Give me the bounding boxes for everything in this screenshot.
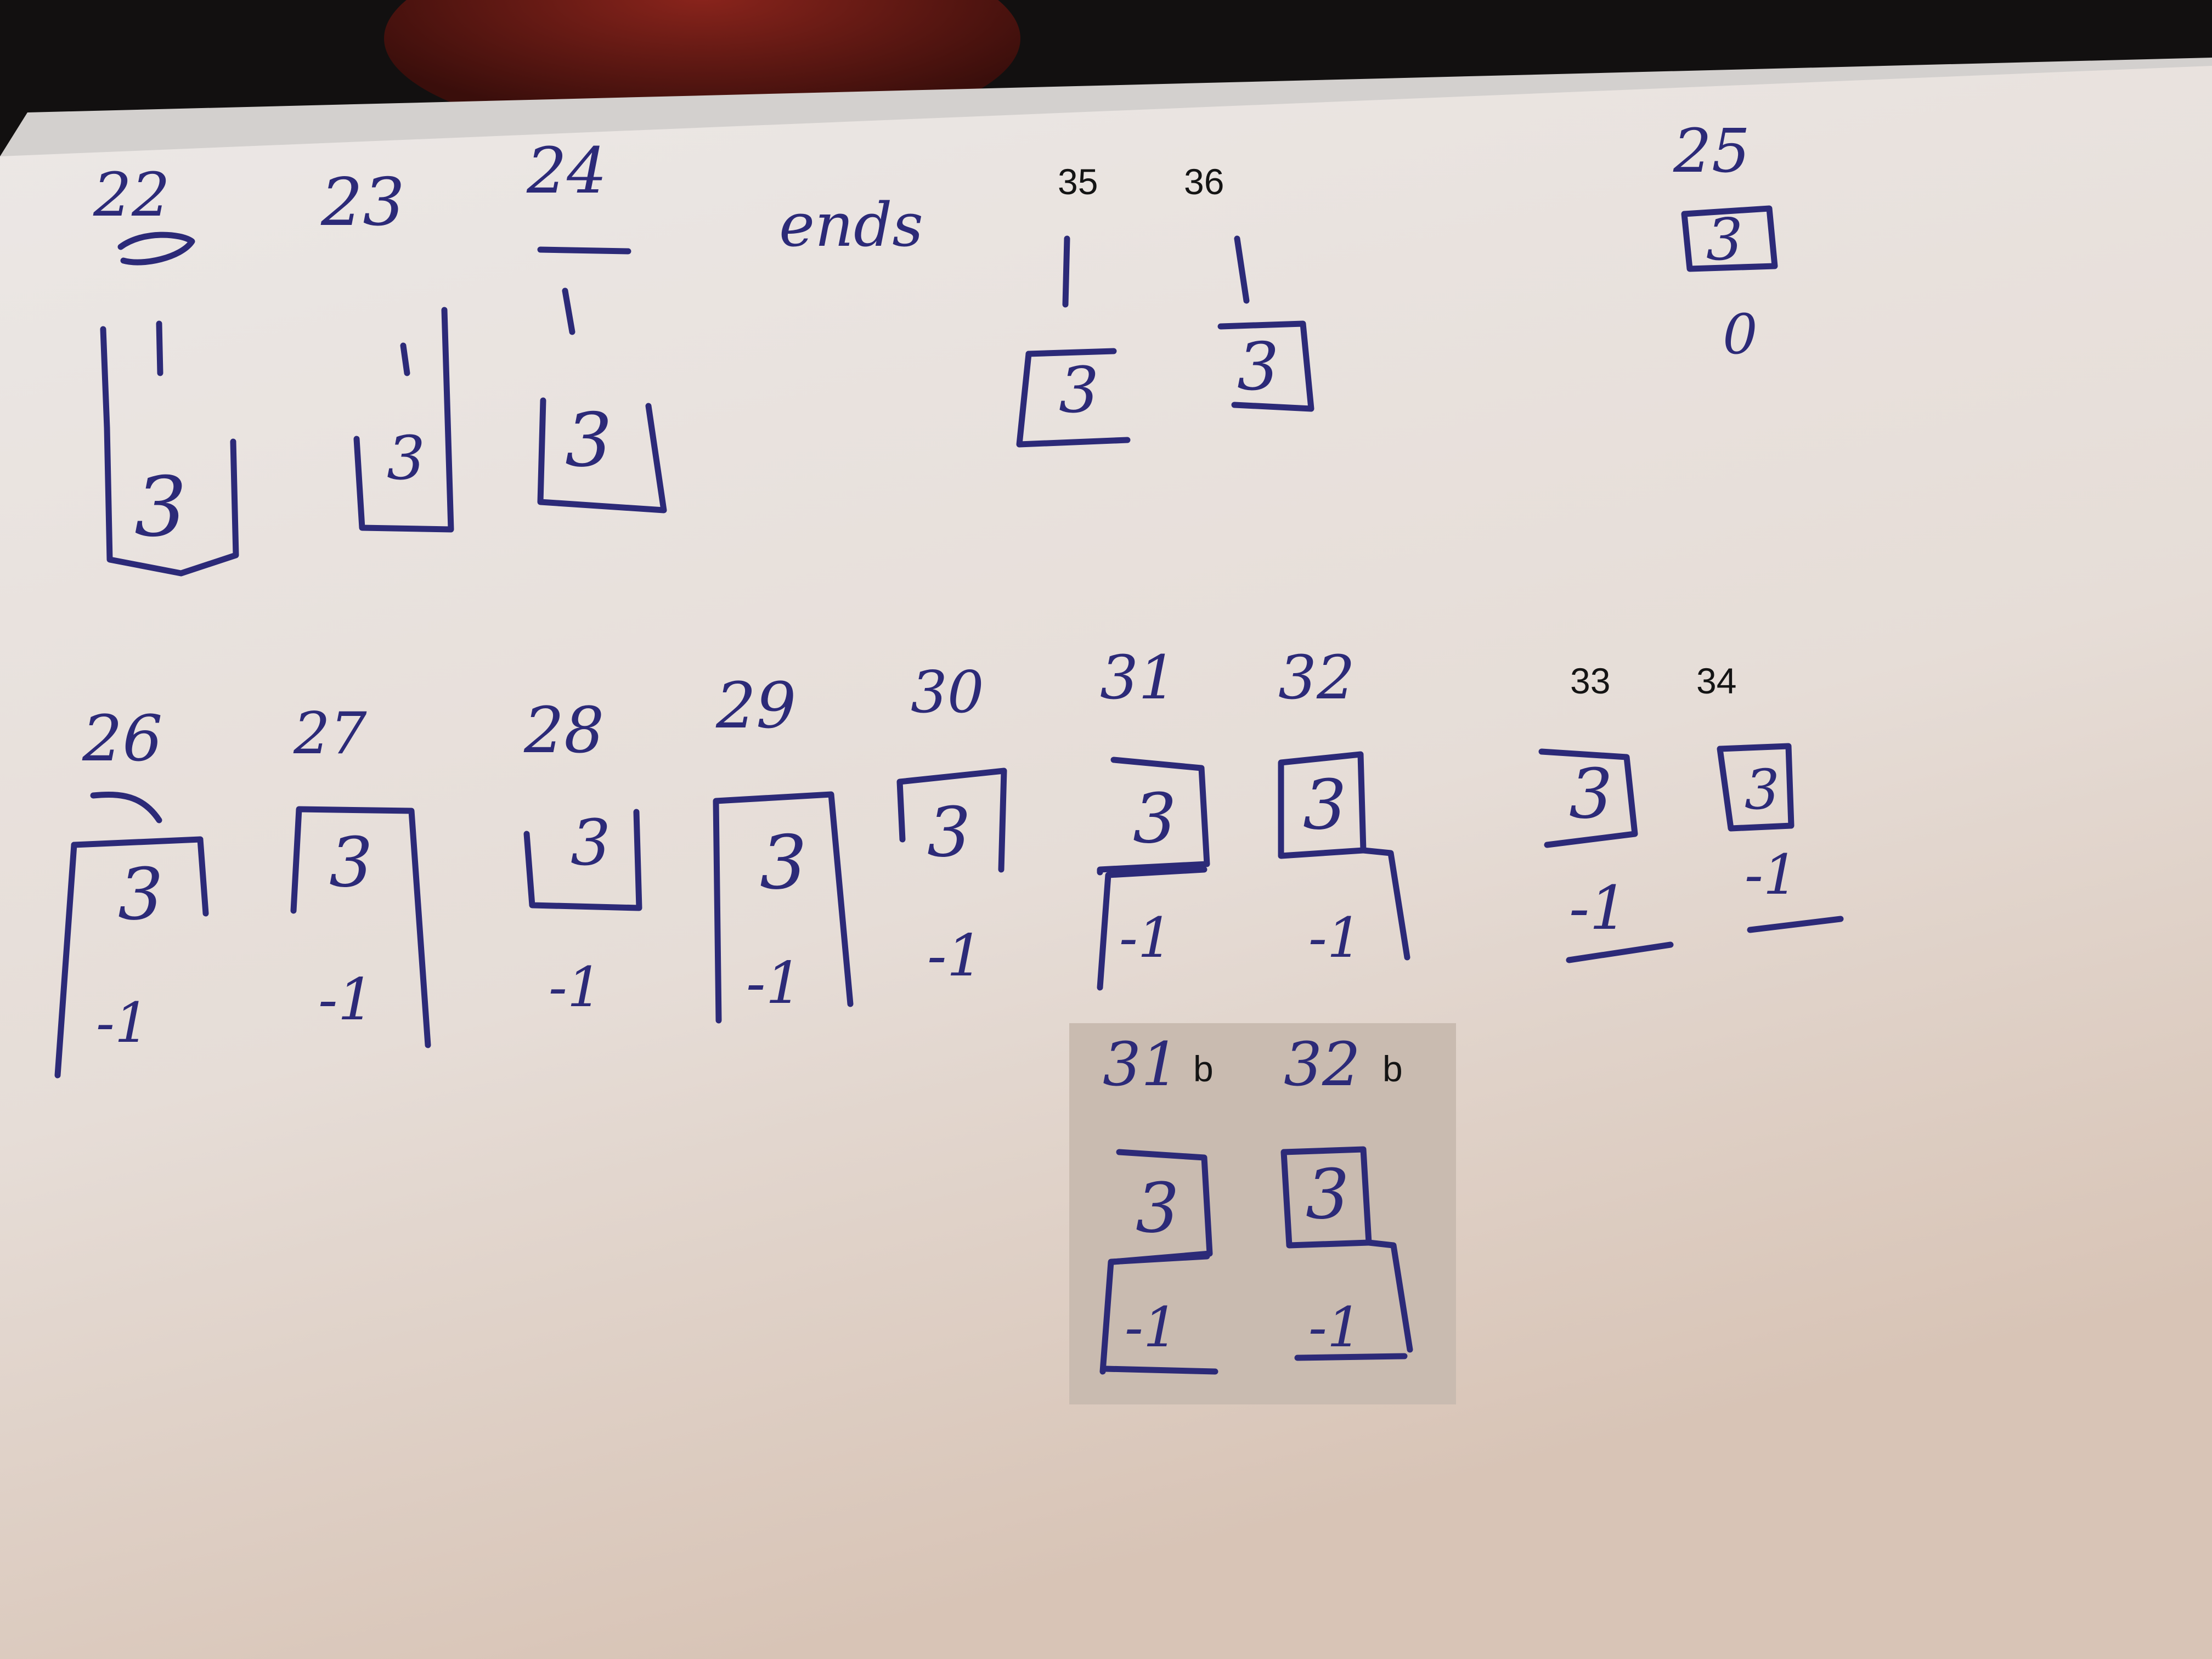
box-top-35 — [1025, 348, 1117, 357]
value-neg1-item-27: -1 — [318, 966, 375, 1033]
label-32b-suffix: b — [1383, 1048, 1403, 1089]
value-3-item-32: 3 — [1303, 765, 1347, 845]
value-neg1-item-26: -1 — [96, 991, 150, 1055]
value-3-item-33: 3 — [1569, 754, 1613, 834]
label-32b-number: 32 — [1284, 1029, 1361, 1099]
top-line-24 — [537, 246, 631, 255]
value-neg1-item-32b: -1 — [1308, 1295, 1362, 1359]
stack-outline-31b — [1099, 1253, 1210, 1375]
value-3-item-31b: 3 — [1136, 1169, 1180, 1248]
value-3-item-34: 3 — [1745, 758, 1780, 822]
underline-33 — [1566, 941, 1674, 963]
stack-outline-32b — [1365, 1239, 1413, 1353]
stack-outline-22 — [100, 326, 239, 577]
stack-outline-27 — [290, 806, 431, 1048]
label-32: 32 — [1278, 642, 1355, 713]
scribble-22 — [117, 232, 195, 266]
underline-31b — [1102, 1365, 1218, 1375]
stack-outline-23 — [353, 307, 454, 533]
underline-32b — [1294, 1353, 1408, 1361]
value-3-item-27: 3 — [329, 823, 373, 902]
box-outline-33 — [1538, 748, 1638, 848]
stack-outline-24 — [537, 397, 667, 514]
value-0-item-25: 0 — [1723, 302, 1758, 366]
stack-outline-31 — [1097, 866, 1207, 991]
value-3-item-29: 3 — [760, 820, 807, 906]
value-3-item-28: 3 — [571, 806, 611, 880]
label-31: 31 — [1100, 642, 1177, 713]
value-neg1-item-30: -1 — [927, 922, 984, 989]
label-25: 25 — [1673, 116, 1750, 186]
label-34: 34 — [1696, 661, 1737, 701]
value-neg1-item-29: -1 — [746, 950, 803, 1017]
value-3-item-36: 3 — [1237, 329, 1279, 405]
value-3-item-26: 3 — [118, 853, 163, 936]
label-24: 24 — [527, 134, 607, 208]
tick-mark-36 — [1234, 235, 1250, 304]
label-35: 35 — [1058, 161, 1098, 202]
value-3-item-24: 3 — [565, 397, 612, 483]
label-29: 29 — [716, 669, 797, 743]
label-36: 36 — [1184, 161, 1224, 202]
stack-outline-26 — [54, 842, 77, 1079]
tick-mark-22 — [156, 320, 163, 376]
label-23: 23 — [321, 165, 405, 241]
label-33: 33 — [1570, 661, 1611, 701]
stack-outline-36 — [1217, 320, 1314, 412]
ends-label: ends — [779, 190, 923, 260]
label-31b-suffix: b — [1193, 1048, 1214, 1089]
tick-mark-24 — [562, 287, 575, 335]
value-3-item-32b: 3 — [1306, 1155, 1350, 1234]
scribble-26 — [90, 792, 162, 823]
value-neg1-item-28: -1 — [549, 955, 602, 1019]
box-top-26 — [71, 836, 204, 848]
box-25 — [1681, 205, 1778, 272]
value-3-item-30: 3 — [927, 793, 971, 872]
box-outline-31 — [1097, 757, 1210, 876]
label-31b-number: 31 — [1103, 1029, 1180, 1099]
tick-mark-23 — [400, 342, 410, 376]
label-26: 26 — [82, 702, 163, 776]
stack-outline-29 — [713, 791, 854, 1024]
label-30: 30 — [911, 659, 984, 726]
underline-34 — [1747, 916, 1844, 933]
label-28: 28 — [524, 694, 605, 768]
value-neg1-item-34: -1 — [1745, 843, 1798, 907]
value-3-item-23: 3 — [387, 423, 425, 493]
value-3-item-22: 3 — [134, 460, 187, 555]
stack-outline-35 — [1016, 351, 1131, 448]
box-outline-34 — [1717, 743, 1795, 832]
value-3-item-25: 3 — [1706, 206, 1743, 273]
label-22: 22 — [93, 160, 170, 230]
stack-outline-28 — [523, 809, 642, 911]
value-neg1-item-32: -1 — [1308, 906, 1362, 970]
value-neg1-item-31b: -1 — [1125, 1295, 1178, 1359]
value-3-item-31: 3 — [1133, 779, 1177, 859]
label-27: 27 — [294, 700, 367, 767]
pasted-inset-panel — [1069, 1023, 1456, 1404]
stack-outline-30 — [896, 768, 1007, 873]
value-3-item-35: 3 — [1059, 354, 1099, 427]
box-side-26 — [197, 836, 209, 917]
tick-mark-35 — [1062, 235, 1070, 308]
value-neg1-item-33: -1 — [1569, 873, 1628, 943]
stack-outline-32 — [1360, 847, 1410, 961]
value-neg1-item-31: -1 — [1119, 906, 1173, 970]
